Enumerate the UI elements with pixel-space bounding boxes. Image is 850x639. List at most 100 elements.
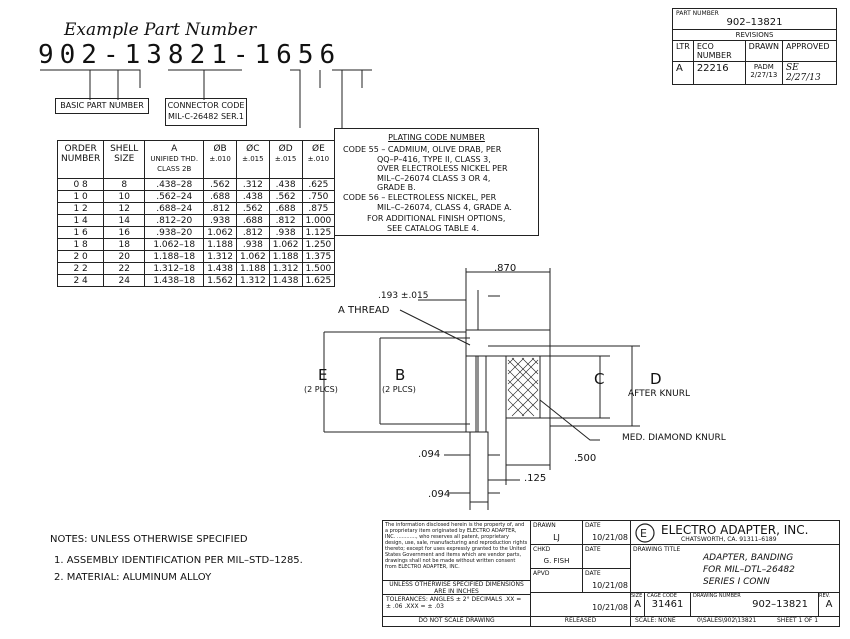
dim-c-label: C	[594, 370, 605, 388]
sheet-text: SHEET 1 OF 1	[777, 617, 819, 624]
table-cell: 1.312–18	[144, 262, 205, 275]
dim-b-label: B	[395, 366, 406, 384]
table-cell: 20	[103, 250, 146, 263]
table-cell: .688	[203, 190, 237, 203]
size-value: A	[634, 599, 641, 610]
table-cell: 8	[103, 178, 146, 191]
table-cell: 18	[103, 238, 146, 251]
apvd-label: APVD	[533, 570, 550, 577]
basic-part-bracket	[40, 69, 141, 100]
table-cell: 1.188	[268, 250, 303, 263]
table-cell: .688–24	[144, 202, 205, 215]
table-cell: 1 2	[56, 202, 105, 215]
basic-part-number-label: BASIC PART NUMBER	[55, 98, 149, 114]
table-cell: 1.000	[301, 214, 336, 227]
chkd-label: CHKD	[533, 546, 551, 553]
drawn-date: 10/21/08	[592, 533, 628, 542]
rev-value: A	[825, 599, 833, 610]
dim-d-label: D	[650, 370, 662, 388]
rev-part-number-label: PART NUMBER	[676, 10, 719, 17]
plating-box: PLATING CODE NUMBER CODE 55 – CADMIUM, O…	[334, 128, 539, 236]
table-cell: 1.438	[203, 262, 237, 275]
cage-value: 31461	[651, 599, 684, 610]
company-cell: E ELECTRO ADAPTER, INC. CHATSWORTH, CA. …	[631, 521, 839, 545]
plating-line: CODE 56 – ELECTROLESS NICKEL, PER	[343, 192, 497, 202]
table-cell: .562	[235, 202, 270, 215]
dim-125: .125	[524, 473, 547, 484]
title-line-1: ADAPTER, BANDING	[703, 553, 794, 563]
table-cell: .938	[203, 214, 237, 227]
col-approved: APPROVED	[781, 40, 838, 62]
table-cell: 10	[103, 190, 146, 203]
table-cell: 14	[103, 214, 146, 227]
released-area: 10/21/08	[531, 593, 631, 617]
date-label: DATE	[585, 522, 601, 529]
header-d: ØD±.015	[268, 140, 303, 179]
table-cell: .812	[235, 226, 270, 239]
table-cell: .438	[235, 190, 270, 203]
plating-line: SEE CATALOG TABLE 4.	[387, 223, 480, 233]
rev-label: REV.	[819, 593, 830, 599]
note-2: 2. MATERIAL: ALUMINUM ALLOY	[54, 572, 212, 583]
proprietary-notice: The information disclosed herein is the …	[383, 521, 531, 581]
table-cell: 1.500	[301, 262, 336, 275]
dim-094-top: .094	[418, 449, 441, 460]
table-cell: .938	[268, 226, 303, 239]
table-cell: 1.562	[203, 274, 237, 287]
connector-code-box: CONNECTOR CODE MIL-C-26482 SER.1	[165, 98, 247, 126]
drawn-label: DRAWN	[533, 522, 556, 529]
table-cell: 22	[103, 262, 146, 275]
table-cell: .438–28	[144, 178, 205, 191]
dim-b-sub: (2 PLCS)	[382, 385, 416, 394]
chkd-cell: CHKD G. FISH	[531, 545, 583, 569]
table-cell: .938–20	[144, 226, 205, 239]
apvd-cell: APVD	[531, 569, 583, 593]
connector-code-label: CONNECTOR CODE	[167, 101, 245, 110]
dim-870: .870	[494, 263, 517, 274]
table-cell: .812–20	[144, 214, 205, 227]
example-part-number: 902-13821-1656	[38, 40, 342, 70]
table-cell: 1 4	[56, 214, 105, 227]
table-cell: 2 2	[56, 262, 105, 275]
notes-heading: NOTES: UNLESS OTHERWISE SPECIFIED	[50, 534, 248, 545]
table-cell: .812	[268, 214, 303, 227]
example-heading: Example Part Number	[64, 20, 257, 40]
table-cell: 1 6	[56, 226, 105, 239]
title-block: The information disclosed herein is the …	[382, 520, 840, 627]
table-cell: 1 8	[56, 238, 105, 251]
dim-193: .193 ±.015	[378, 291, 429, 301]
drawing-number: 902–13821	[752, 599, 808, 610]
table-cell: 1.250	[301, 238, 336, 251]
rev-drawn-date: 2/27/13	[750, 71, 778, 79]
revisions-label: REVISIONS	[672, 29, 837, 41]
drawing-title-cell: DRAWING TITLE ADAPTER, BANDING FOR MIL–D…	[631, 545, 839, 593]
file-path: 0\SALES\902\13821	[697, 617, 757, 624]
chkd-by: G. FISH	[543, 557, 570, 565]
table-cell: 1 0	[56, 190, 105, 203]
table-cell: 1.312	[203, 250, 237, 263]
plating-line: MIL–C–26074, CLASS 4, GRADE A.	[377, 202, 512, 212]
table-cell: 2 0	[56, 250, 105, 263]
company-name: ELECTRO ADAPTER, INC.	[661, 523, 809, 537]
released-date: 10/21/08	[592, 603, 628, 612]
col-eco: ECO NUMBER	[692, 40, 746, 62]
table-cell: .938	[235, 238, 270, 251]
revision-block: PART NUMBER 902–13821 REVISIONS LTR ECO …	[672, 8, 838, 85]
table-cell: 1.062	[268, 238, 303, 251]
table-cell: 1.125	[301, 226, 336, 239]
footer-row: SCALE: NONE 0\SALES\902\13821 SHEET 1 OF…	[631, 617, 839, 626]
table-cell: 2 4	[56, 274, 105, 287]
table-cell: .312	[235, 178, 270, 191]
table-cell: .812	[203, 202, 237, 215]
table-cell: .562	[268, 190, 303, 203]
table-cell: 1.188–18	[144, 250, 205, 263]
table-cell: 1.438–18	[144, 274, 205, 287]
rev-ltr: A	[672, 61, 694, 85]
